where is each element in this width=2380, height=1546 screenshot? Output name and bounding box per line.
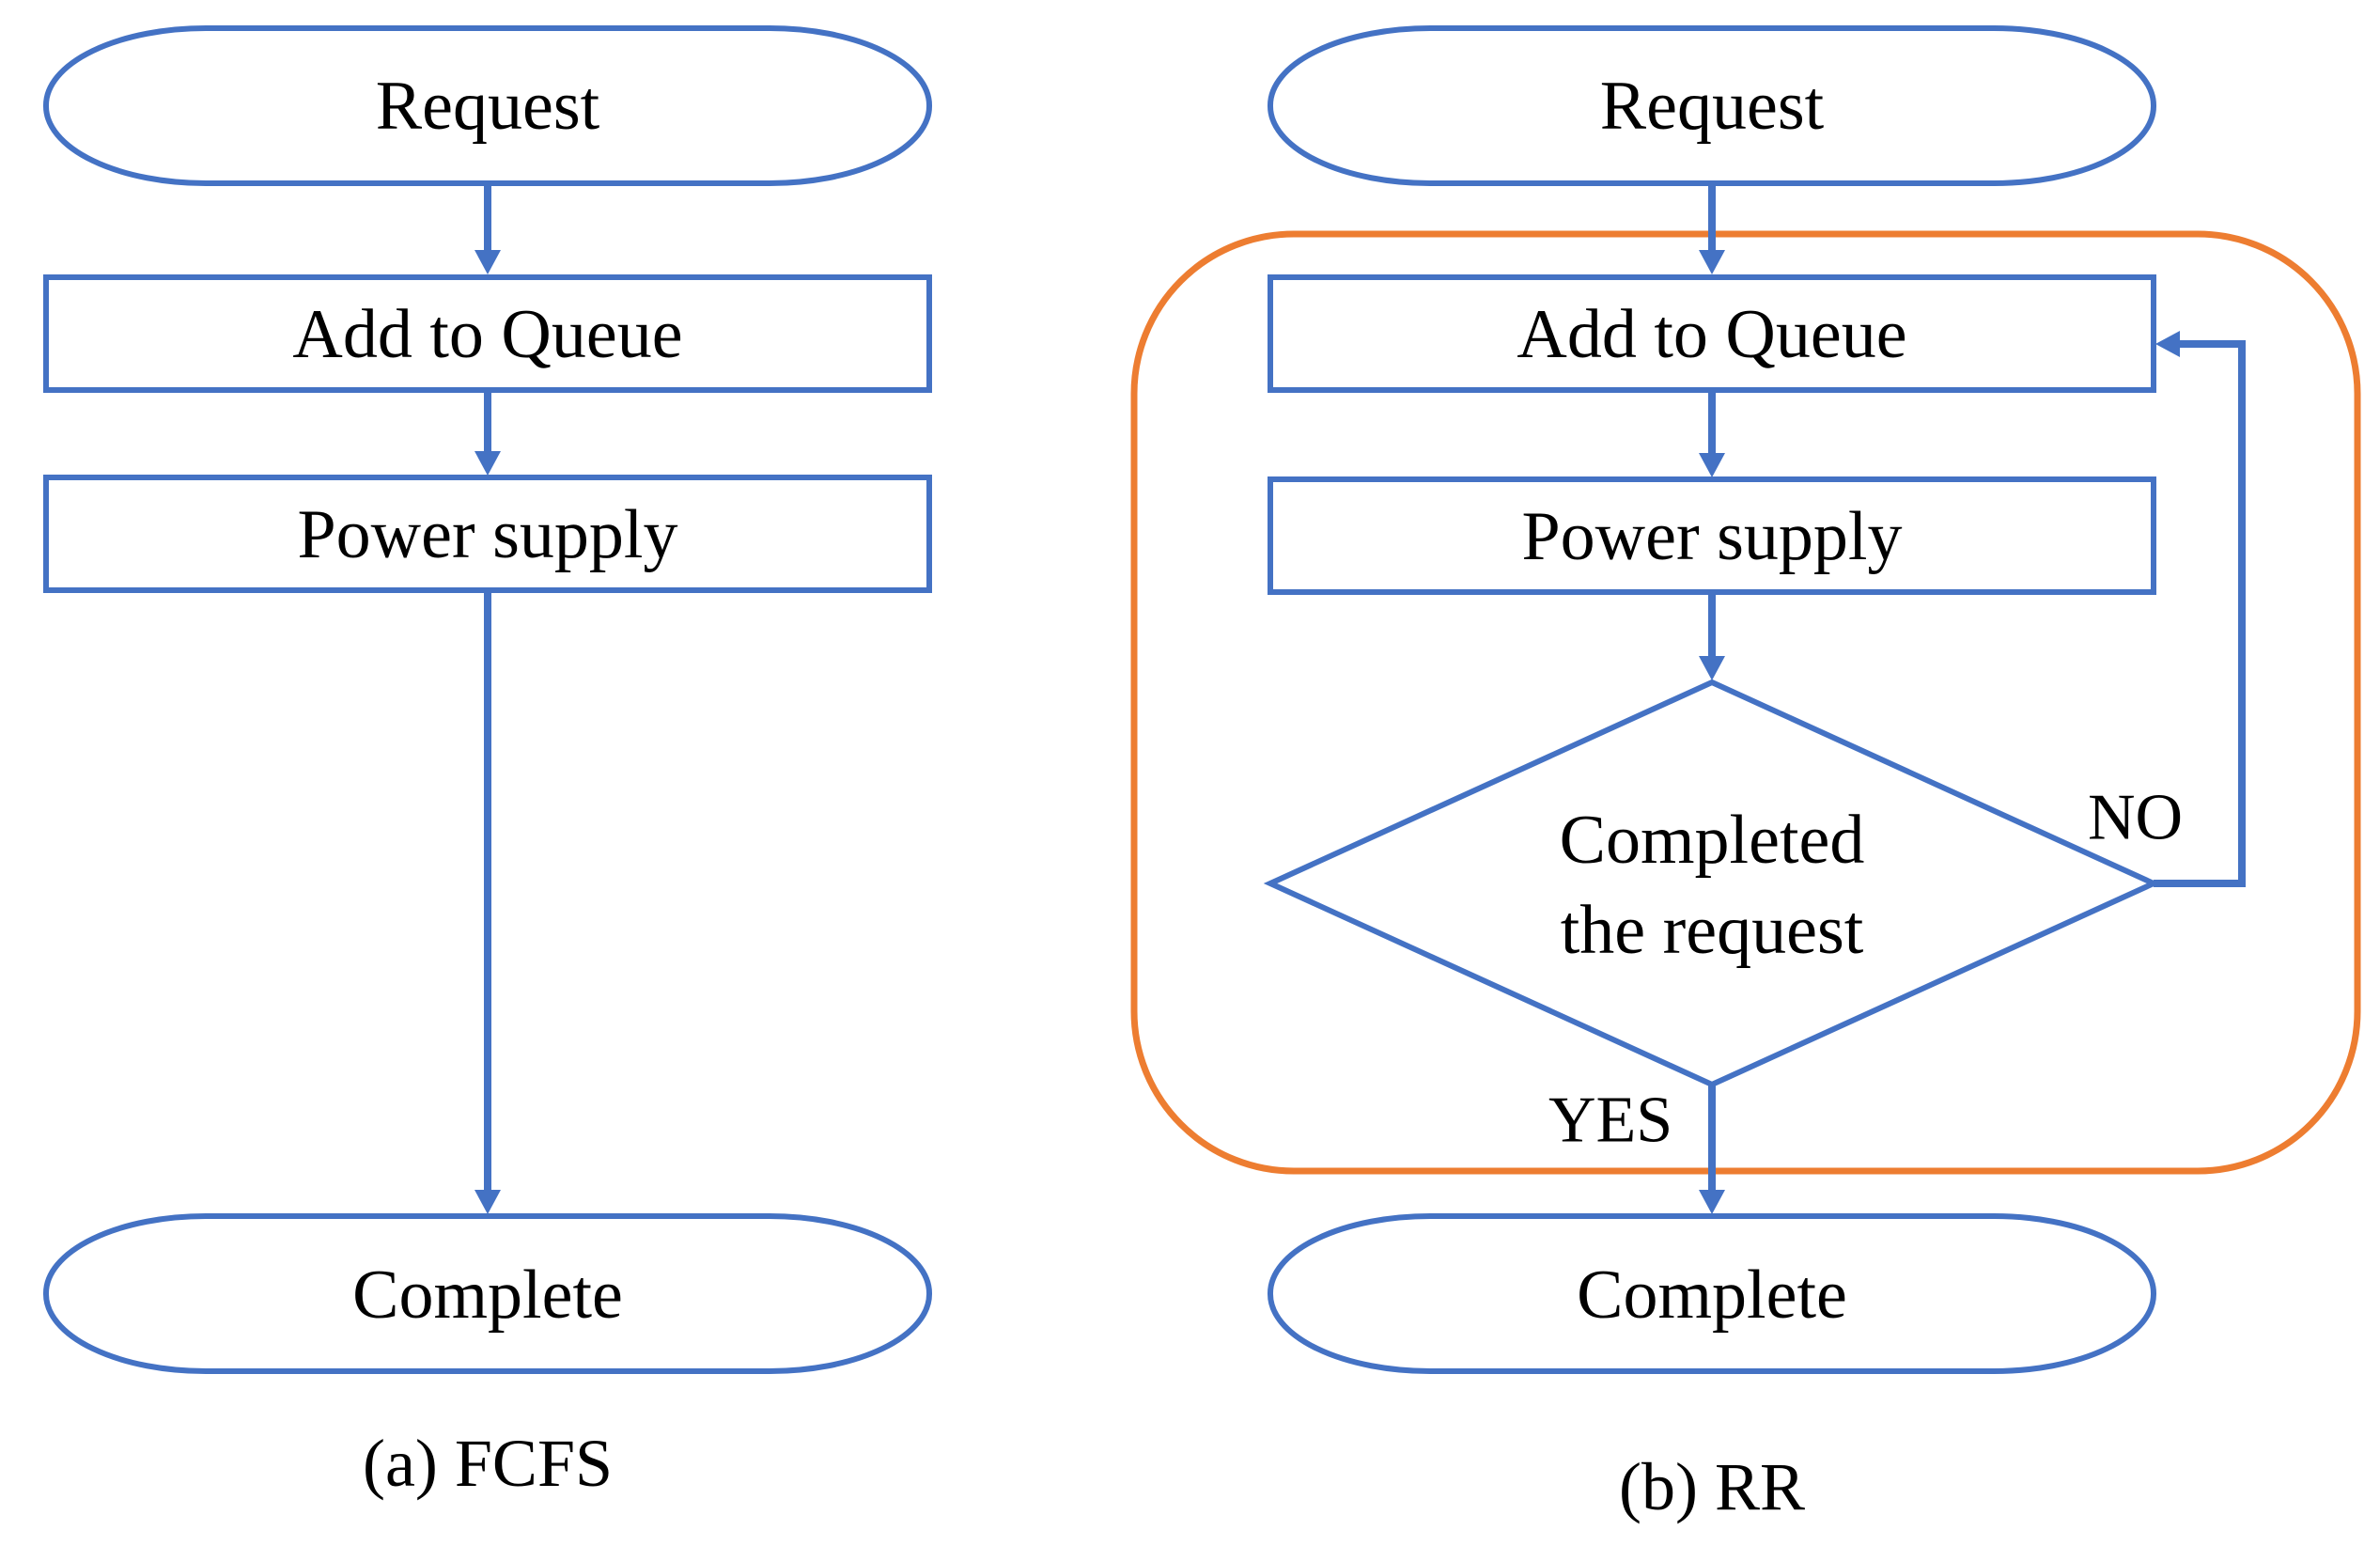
fcfs-arrowhead-queue (474, 250, 501, 274)
rr-complete-label: Complete (1577, 1257, 1847, 1334)
fcfs-flowchart: Request Add to Queue Power supply Comple… (43, 25, 932, 1501)
rr-no-label: NO (2088, 782, 2183, 854)
fcfs-request-label: Request (376, 68, 600, 145)
rr-yes-label: YES (1548, 1085, 1672, 1157)
fcfs-arrowhead-supply (474, 451, 501, 476)
fcfs-supply-label: Power supply (298, 496, 678, 573)
rr-request-label: Request (1600, 68, 1825, 145)
rr-flowchart: Request Add to Queue Power supply Comple… (1130, 25, 2361, 1524)
fcfs-complete-label: Complete (352, 1257, 623, 1334)
rr-decision-diamond (1263, 679, 2161, 1088)
rr-arrowhead-supply (1699, 453, 1725, 477)
rr-queue-label: Add to Queue (1517, 296, 1906, 373)
rr-no-loop-connector (2154, 340, 2246, 887)
rr-arrowhead-loop-back (2155, 331, 2180, 357)
rr-arrowhead-complete (1699, 1190, 1725, 1214)
rr-supply-process (1268, 476, 2156, 595)
rr-supply-label: Power supply (1522, 498, 1903, 575)
rr-queue-process (1268, 274, 2156, 393)
rr-decision-label-line1: Completed (1560, 802, 1865, 879)
rr-arrowhead-decision (1699, 656, 1725, 680)
fcfs-queue-process (43, 274, 932, 393)
rr-arrowhead-queue (1699, 250, 1725, 274)
fcfs-queue-label: Add to Queue (292, 296, 682, 373)
fcfs-caption: (a) FCFS (363, 1426, 613, 1501)
rr-complete-terminal (1268, 1213, 2156, 1374)
fcfs-complete-terminal (43, 1213, 932, 1374)
rr-loop-frame (1130, 230, 2361, 1175)
rr-decision-label-line2: the request (1561, 892, 1864, 969)
rr-caption: (b) RR (1619, 1449, 1805, 1524)
fcfs-arrowhead-complete (474, 1190, 501, 1214)
